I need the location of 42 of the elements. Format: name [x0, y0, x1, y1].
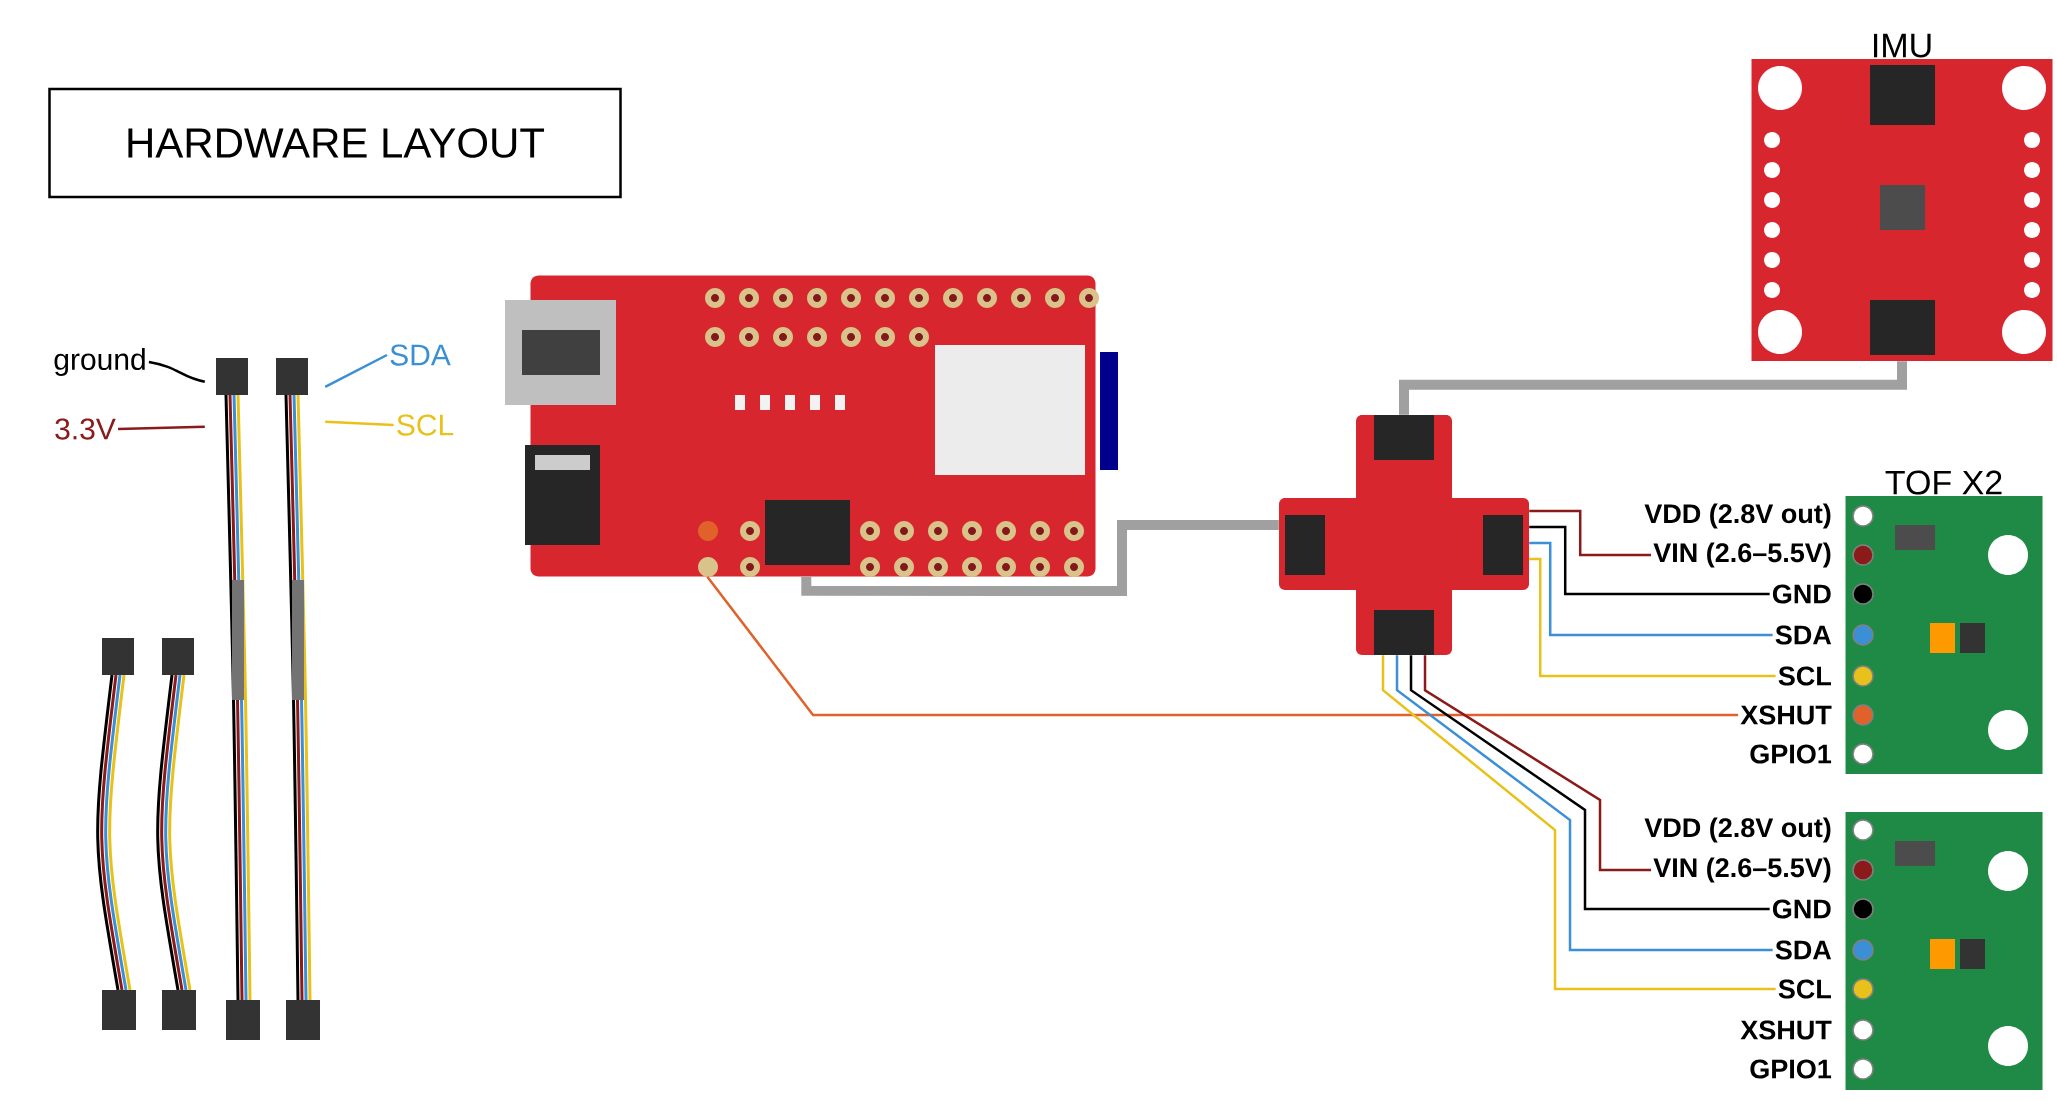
wire — [1395, 655, 1773, 952]
wire — [1529, 509, 1652, 557]
distance-sensor-board-drawing: TOF X2 — [1845, 470, 2043, 774]
wire-label: SDA — [390, 344, 451, 366]
title-box: HARDWARE LAYOUT — [48, 87, 622, 199]
pin-label: VIN (2.6–5.5V) — [1653, 857, 1831, 883]
wire — [1529, 541, 1773, 637]
node-label: IMU — [1873, 33, 1931, 58]
pin-label: VDD (2.8V out) — [1644, 503, 1831, 529]
wire-label: SCL — [397, 414, 454, 436]
pin-label: GPIO1 — [1750, 1059, 1832, 1079]
node-label: TOF X2 — [1885, 470, 2002, 495]
microcontroller-board-drawing — [505, 275, 1118, 577]
pin-label: XSHUT — [1740, 705, 1832, 725]
leader-line — [325, 420, 394, 427]
wire — [1529, 557, 1776, 678]
leader-line — [148, 360, 206, 384]
leader-line — [118, 425, 205, 431]
cable-drawing — [216, 358, 320, 1040]
imu-board-drawing: IMU — [1751, 33, 2053, 361]
cable — [801, 520, 1279, 596]
leader-line — [324, 353, 388, 388]
pin-label: XSHUT — [1740, 1020, 1832, 1040]
wire — [1423, 655, 1652, 872]
wire — [1529, 525, 1770, 596]
pin-label: GPIO1 — [1750, 744, 1832, 764]
pin-label: GND — [1772, 584, 1831, 604]
wire — [1409, 655, 1770, 911]
wire-label: ground — [54, 348, 145, 376]
wire — [1381, 655, 1776, 991]
pin-label: VIN (2.6–5.5V) — [1653, 542, 1831, 568]
pin-label: SDA — [1775, 625, 1832, 645]
wire-label: 3.3V — [55, 418, 116, 440]
pin-label: SCL — [1778, 979, 1831, 999]
multiport-board-drawing — [1279, 415, 1529, 655]
pin-label: GND — [1772, 899, 1831, 919]
distance-sensor-board-drawing — [1845, 812, 2043, 1090]
pin-label: SCL — [1778, 666, 1831, 686]
pin-label: VDD (2.8V out) — [1644, 817, 1831, 843]
wire — [706, 575, 1739, 717]
pin-label: SDA — [1775, 940, 1832, 960]
cable — [1399, 361, 1907, 415]
